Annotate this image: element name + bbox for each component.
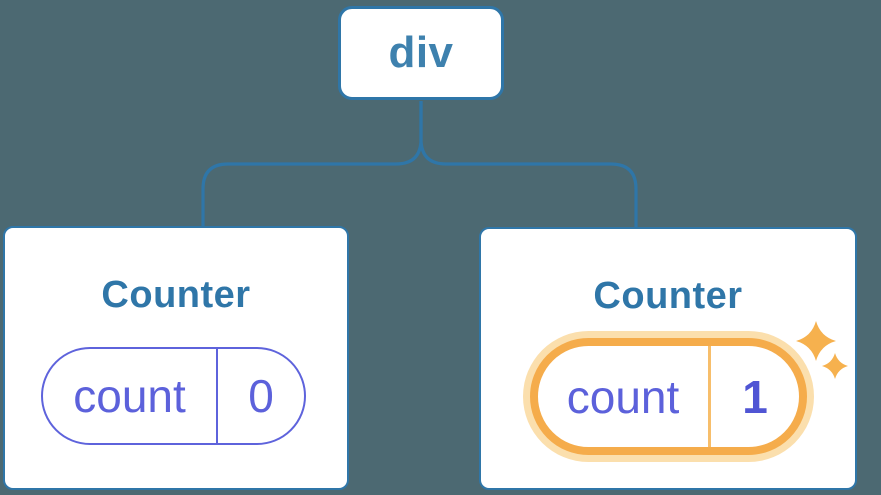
counter-card-right: Counter count 1 bbox=[479, 227, 857, 490]
state-name-segment: count bbox=[43, 349, 216, 443]
state-value-segment: 1 bbox=[711, 346, 799, 447]
connector-right-branch bbox=[419, 101, 638, 228]
root-node-div: div bbox=[338, 6, 504, 100]
state-value-label: 1 bbox=[742, 370, 768, 423]
state-name-label: count bbox=[566, 370, 680, 423]
pill-divider bbox=[216, 349, 218, 443]
counter-card-left: Counter count 0 bbox=[3, 226, 349, 490]
state-pill: count 0 bbox=[41, 347, 306, 445]
state-name-label: count bbox=[73, 370, 186, 422]
state-value-label: 0 bbox=[248, 370, 274, 422]
pill-divider bbox=[708, 346, 711, 447]
state-pill-highlighted: count 1 bbox=[530, 338, 807, 455]
state-name-segment: count bbox=[538, 346, 708, 447]
component-title: Counter bbox=[593, 275, 743, 317]
root-node-label: div bbox=[388, 28, 454, 77]
connector-left-branch bbox=[201, 101, 423, 227]
state-value-segment: 0 bbox=[218, 349, 304, 443]
component-title: Counter bbox=[101, 274, 251, 316]
